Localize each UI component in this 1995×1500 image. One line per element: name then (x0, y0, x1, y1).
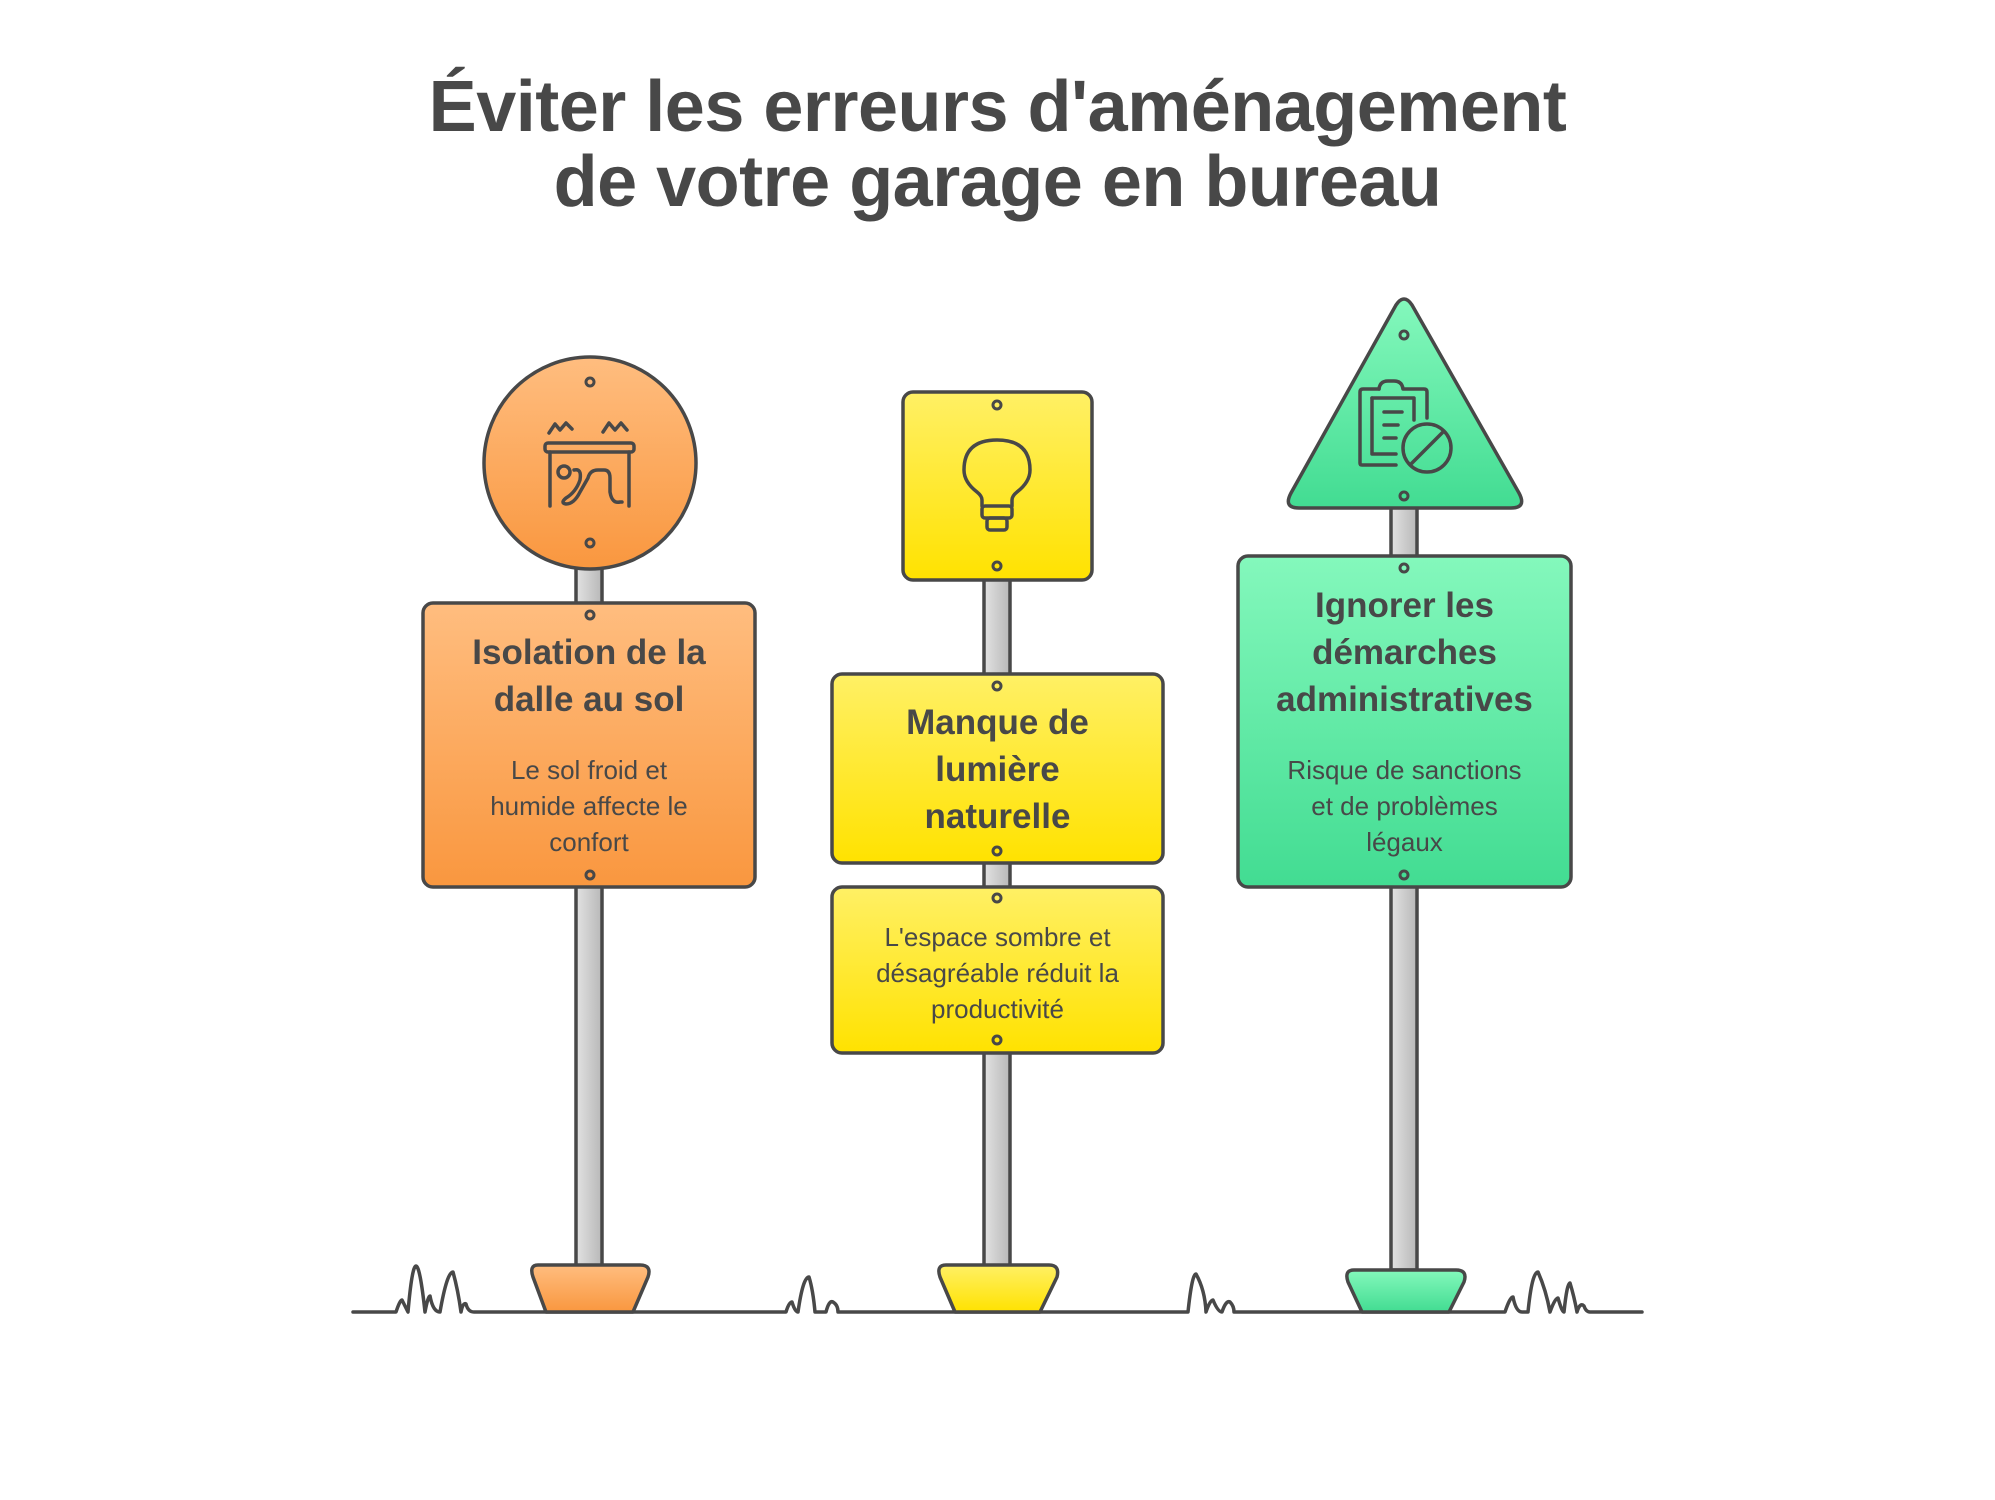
description-line: humide affecte le (490, 791, 688, 821)
bolt (991, 560, 1003, 572)
sign-2-description: L'espace sombre et désagréable réduit la… (832, 919, 1163, 1027)
heading-line: Ignorer les (1315, 586, 1494, 625)
sign-floor-insulation (421, 355, 757, 1314)
info-panel (1236, 554, 1573, 889)
bolt (991, 1034, 1003, 1046)
lightbulb-icon (962, 438, 1032, 532)
person-under-table-icon (543, 421, 636, 508)
triangle-sign (1286, 297, 1524, 510)
page-title: Éviter les erreurs d'aménagement de votr… (0, 70, 1995, 220)
pole-base (1345, 1268, 1467, 1314)
bolt (584, 376, 596, 388)
bolt (991, 399, 1003, 411)
bolt (991, 845, 1003, 857)
title-line-1: Éviter les erreurs d'aménagement (428, 67, 1567, 147)
description-line: Risque de sanctions (1287, 755, 1522, 785)
heading-line: administratives (1276, 680, 1533, 719)
bolt (991, 892, 1003, 904)
heading-line: Isolation de la (472, 633, 706, 672)
bolt (1398, 329, 1410, 341)
sign-2-heading: Manque de lumière naturelle (832, 699, 1163, 840)
round-sign (482, 355, 698, 571)
sign-natural-light (830, 390, 1165, 1314)
bolt (584, 869, 596, 881)
heading-panel (830, 672, 1165, 865)
pole-base (937, 1263, 1060, 1314)
sign-1-heading: Isolation de la dalle au sol (423, 629, 755, 723)
clipboard-prohibited-icon (1358, 379, 1453, 474)
sign-3-description: Risque de sanctions et de problèmes léga… (1238, 752, 1571, 860)
title-line-2: de votre garage en bureau (553, 142, 1442, 222)
bolt (1398, 490, 1410, 502)
description-line: confort (549, 827, 629, 857)
bolt (1398, 869, 1410, 881)
description-line: désagréable réduit la (876, 958, 1119, 988)
bolt (991, 680, 1003, 692)
sign-3-heading: Ignorer les démarches administratives (1238, 582, 1571, 723)
bolt (1398, 562, 1410, 574)
description-panel (830, 885, 1165, 1055)
heading-line: dalle au sol (493, 680, 685, 719)
heading-line: lumière (935, 750, 1060, 789)
description-line: légaux (1366, 827, 1443, 857)
heading-line: démarches (1312, 633, 1497, 672)
heading-line: naturelle (924, 797, 1071, 836)
description-line: productivité (931, 994, 1064, 1024)
sign-administrative-steps (1236, 297, 1573, 1314)
square-sign (901, 390, 1094, 582)
description-line: et de problèmes (1311, 791, 1498, 821)
heading-line: Manque de (906, 703, 1089, 742)
bolt (584, 609, 596, 621)
sign-1-description: Le sol froid et humide affecte le confor… (423, 752, 755, 860)
description-line: L'espace sombre et (884, 922, 1111, 952)
pole-base (530, 1263, 651, 1314)
bolt (584, 537, 596, 549)
info-panel (421, 601, 757, 889)
description-line: Le sol froid et (510, 755, 668, 785)
